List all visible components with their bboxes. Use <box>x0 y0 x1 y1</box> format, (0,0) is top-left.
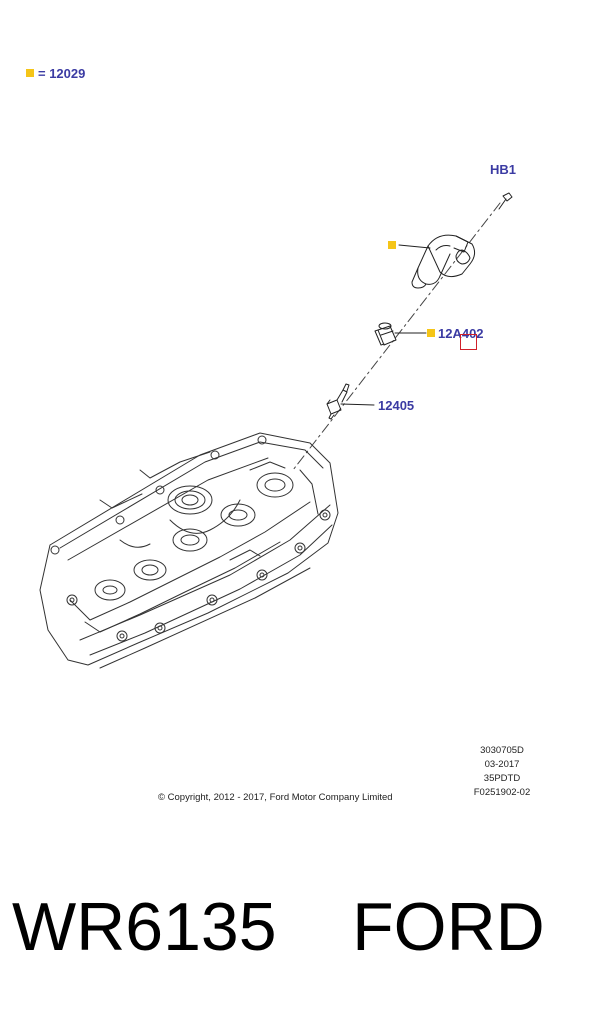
seal-marker-square <box>427 329 435 337</box>
meta-line-2: 03-2017 <box>484 759 520 770</box>
coil-seal-part <box>374 322 397 346</box>
legend-marker-square <box>26 69 34 77</box>
spark-plug-part <box>326 383 375 420</box>
callout-hb1[interactable]: HB1 <box>490 162 517 177</box>
highlight-box <box>460 334 477 350</box>
ignition-coil-part <box>411 234 476 289</box>
bolt-hb1-part <box>498 192 513 210</box>
legend-text: = 12029 <box>38 65 86 81</box>
copyright-text: © Copyright, 2012 - 2017, Ford Motor Com… <box>158 792 393 803</box>
meta-line-1: 3030705D <box>480 745 524 756</box>
callout-12405[interactable]: 12405 <box>378 398 415 413</box>
callout-12a402[interactable]: 12A402 <box>438 326 484 341</box>
part-number-caption: WR6135 FORD <box>12 889 545 965</box>
legend: = 12029 <box>26 65 85 81</box>
drawing-metadata: 3030705D 03-2017 35PDTD F0251902-02 <box>440 744 564 800</box>
coil-leader-line <box>398 244 431 249</box>
meta-line-4: F0251902-02 <box>473 787 531 798</box>
valve-cover-assembly <box>39 432 339 669</box>
coil-marker-square <box>388 241 396 249</box>
meta-line-3: 35PDTD <box>483 773 521 784</box>
